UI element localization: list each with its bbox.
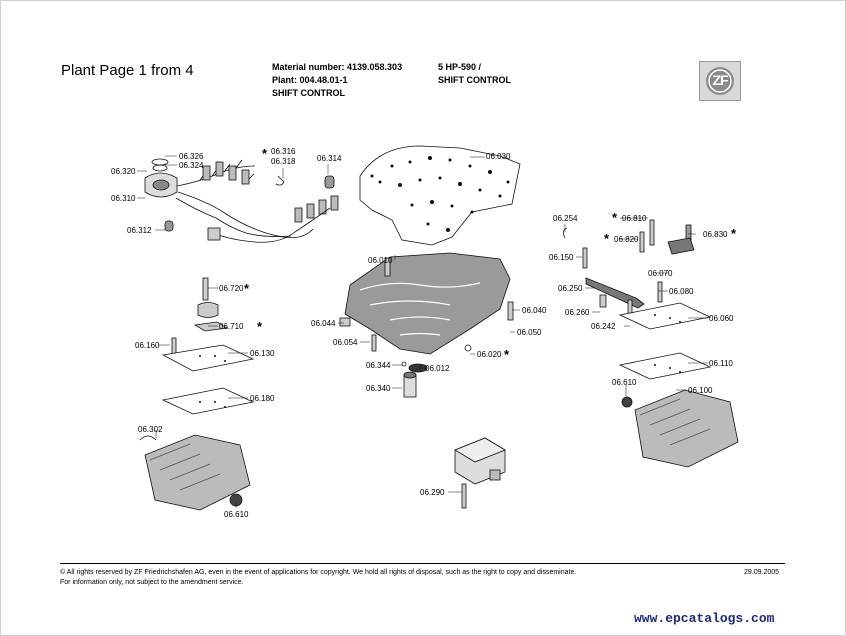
model-info: 5 HP-590 / SHIFT CONTROL	[438, 61, 511, 87]
part-label-06254: 06.254	[553, 214, 578, 223]
part-label-06290: 06.290	[420, 488, 445, 497]
star-marker-06720: *	[244, 281, 250, 296]
zf-logo: ZF	[699, 61, 741, 101]
star-marker-06316: *	[262, 146, 268, 161]
part-label-06130: 06.130	[250, 349, 275, 358]
intermediate-plate-illustration	[359, 145, 521, 246]
part-label-06344: 06.344	[366, 361, 391, 370]
part-label-06030: 06.030	[486, 152, 511, 161]
part-label-06070: 06.070	[648, 269, 673, 278]
part-label-06080: 06.080	[669, 287, 694, 296]
star-marker-06830: *	[731, 226, 737, 241]
part-label-06316: 06.316	[271, 147, 296, 156]
part-label-06060: 06.060	[709, 314, 734, 323]
part-label-06720: 06.720	[219, 284, 244, 293]
zf-logo-icon	[706, 67, 734, 95]
part-label-06010: 06.010	[368, 256, 393, 265]
part-label-06830: 06.830	[703, 230, 728, 239]
header-info: Material number: 4139.058.303 Plant: 004…	[272, 61, 402, 100]
wiring-harness-illustration	[144, 158, 339, 243]
star-marker-06810: *	[612, 210, 618, 225]
watermark-link[interactable]: www.epcatalogs.com	[634, 611, 775, 626]
part-label-06180: 06.180	[250, 394, 275, 403]
material-number: Material number: 4139.058.303	[272, 62, 403, 72]
part-label-06312: 06.312	[127, 226, 152, 235]
part-label-06820: 06.820	[614, 235, 639, 244]
part-label-06044: 06.044	[311, 319, 336, 328]
part-label-06324: 06.324	[179, 161, 204, 170]
part-label-06314: 06.314	[317, 154, 342, 163]
part-label-06610-left: 06.610	[224, 510, 249, 519]
part-label-06020: 06.020	[477, 350, 502, 359]
part-label-06302: 06.302	[138, 425, 163, 434]
right-valve-assembly-illustration	[563, 219, 739, 468]
part-label-06326: 06.326	[179, 152, 204, 161]
part-label-06340: 06.340	[366, 384, 391, 393]
left-valve-assembly-illustration	[139, 277, 255, 511]
valve-body-illustration	[339, 252, 514, 398]
solenoid-illustration	[454, 437, 506, 509]
part-label-06260: 06.260	[565, 308, 590, 317]
footer-divider	[60, 563, 785, 564]
plant-number: Plant: 004.48.01-1	[272, 75, 348, 85]
part-label-06160: 06.160	[135, 341, 160, 350]
part-label-06610-right: 06.610	[612, 378, 637, 387]
part-label-06250: 06.250	[558, 284, 583, 293]
part-label-06110: 06.110	[709, 359, 733, 368]
part-label-06242: 06.242	[591, 322, 616, 331]
model-name: 5 HP-590 /	[438, 62, 482, 72]
copyright-notice: © All rights reserved by ZF Friedrichsha…	[60, 569, 577, 576]
star-marker-06710: *	[257, 319, 263, 334]
part-label-06318: 06.318	[271, 157, 296, 166]
logo-text: ZF	[712, 72, 728, 88]
group-title: SHIFT CONTROL	[272, 88, 345, 98]
star-marker-06820: *	[604, 231, 610, 246]
part-label-06710: 06.710	[219, 322, 244, 331]
part-label-06040: 06.040	[522, 306, 547, 315]
part-label-06150: 06.150	[549, 253, 574, 262]
part-label-06320: 06.320	[111, 167, 136, 176]
page-title: Plant Page 1 from 4	[61, 62, 194, 79]
star-marker-06020: *	[504, 347, 510, 362]
part-label-06810: 06.810	[622, 214, 647, 223]
part-label-06050: 06.050	[517, 328, 542, 337]
part-label-06310: 06.310	[111, 194, 136, 203]
information-notice: For information only, not subject to the…	[60, 579, 244, 586]
part-label-06012: 06.012	[425, 364, 450, 373]
part-label-06100: 06.100	[688, 386, 713, 395]
model-group: SHIFT CONTROL	[438, 75, 511, 85]
part-label-06054: 06.054	[333, 338, 358, 347]
print-date: 29.09.2005	[744, 569, 780, 576]
